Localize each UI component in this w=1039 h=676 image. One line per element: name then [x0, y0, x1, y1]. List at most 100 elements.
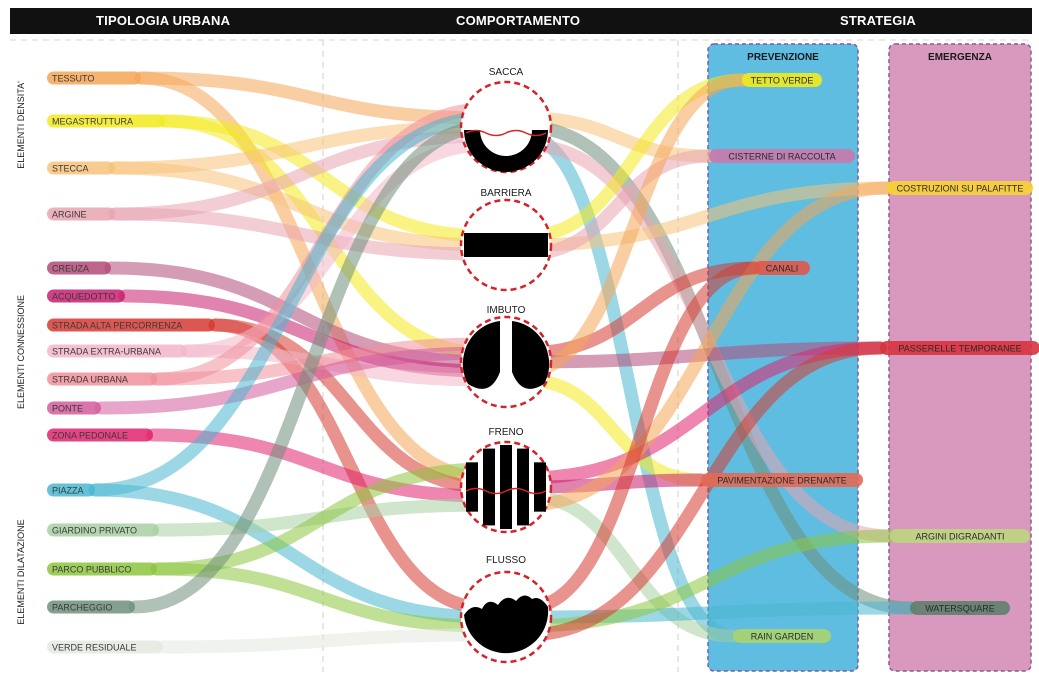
emergenza-band-passerelle-temporanee [880, 341, 1039, 355]
flusso-icon [459, 570, 553, 664]
tipologia-label-parcheggio: PARCHEGGIO [52, 603, 112, 613]
tipologia-label-strada-extra-urbana: STRADA EXTRA-URBANA [52, 347, 161, 357]
node-label-imbuto: IMBUTO [487, 305, 526, 316]
group-label-3: ELEMENTI DILATAZIONE [16, 519, 26, 624]
imbuto-left-shape [462, 321, 500, 389]
prevenzione-title: PREVENZIONE [747, 52, 819, 63]
flow-band-parcheggio-to-sacca [128, 120, 493, 614]
tipologia-band-piazza [47, 483, 95, 497]
prevenzione-band-canali [754, 261, 810, 275]
tipologia-label-verde-residuale: VERDE RESIDUALE [52, 643, 137, 653]
node-label-flusso: FLUSSO [486, 555, 526, 566]
node-label-freno: FRENO [489, 427, 524, 438]
tipologia-label-ponte: PONTE [52, 404, 83, 414]
tipologia-band-creuza [47, 261, 111, 275]
tipologia-band-strada-urbana [47, 372, 157, 386]
flow-band-freno-to-costruzioni-su-palafitte [519, 181, 894, 512]
tipologia-band-giardino-privato [47, 523, 159, 537]
tipologia-label-strada-urbana: STRADA URBANA [52, 375, 128, 385]
prevenzione-label-tetto-verde: TETTO VERDE [751, 76, 814, 86]
flow-band-flusso-to-canali [519, 261, 761, 615]
tipologia-band-tessuto [47, 71, 141, 85]
node-label-barriera: BARRIERA [480, 188, 531, 199]
barriera-icon [459, 198, 553, 292]
tipologia-label-acquedotto: ACQUEDOTTO [52, 292, 115, 302]
tipologia-band-stecca [47, 161, 115, 175]
node-label-sacca: SACCA [489, 67, 524, 78]
flow-band-piazza-to-sacca [88, 111, 493, 497]
freno-icon [459, 440, 553, 534]
tipologia-band-megastruttura [47, 114, 165, 128]
tipologia-band-strada-alta-percorrenza [47, 318, 215, 332]
flow-band-imbuto-to-tetto-verde [519, 73, 749, 378]
header-bar-comportamento: COMPORTAMENTO [322, 8, 678, 34]
flow-band-piazza-to-flusso [88, 483, 493, 624]
prevenzione-band-rain-garden [733, 629, 831, 643]
emergenza-band-watersquare [910, 601, 1010, 615]
prevenzione-band-tetto-verde [742, 73, 822, 87]
tipologia-band-argine [47, 207, 115, 221]
flusso-shape [464, 595, 549, 654]
water-line [465, 487, 547, 495]
emergenza-label-watersquare: WATERSQUARE [925, 604, 995, 614]
emergenza-label-costruzioni-su-palafitte: COSTRUZIONI SU PALAFITTE [897, 184, 1024, 194]
header-bar-tipologia: TIPOLOGIA URBANA [10, 8, 322, 34]
header-bar-strategia: STRATEGIA [678, 8, 1032, 34]
emergenza-band-argini-digradanti [890, 529, 1030, 543]
tipologia-band-strada-extra-urbana [47, 344, 187, 358]
tipologia-label-zona-pedonale: ZONA PEDONALE [52, 431, 128, 441]
header-strategia: STRATEGIA [840, 13, 916, 28]
barriera-shape [464, 233, 548, 257]
header-tipologia: TIPOLOGIA URBANA [96, 13, 231, 28]
tipologia-label-strada-alta-percorrenza: STRADA ALTA PERCORRENZA [52, 321, 182, 331]
tipologia-label-piazza: PIAZZA [52, 486, 84, 496]
tipologia-label-creuza: CREUZA [52, 264, 89, 274]
tipologia-label-megastruttura: MEGASTRUTTURA [52, 117, 133, 127]
imbuto-icon [459, 315, 553, 409]
tipologia-label-tessuto: TESSUTO [52, 74, 94, 84]
freno-bar [483, 448, 495, 526]
sacca-icon [459, 80, 553, 174]
tipologia-label-stecca: STECCA [52, 164, 89, 174]
emergenza-title: EMERGENZA [928, 52, 992, 63]
emergenza-panel [888, 43, 1032, 672]
flow-band-barriera-to-cisterne-di-raccolta [519, 149, 716, 261]
emergenza-label-passerelle-temporanee: PASSERELLE TEMPORANEE [898, 344, 1021, 354]
flow-band-stecca-to-barriera [108, 161, 493, 252]
prevenzione-band-cisterne-di-raccolta [709, 149, 855, 163]
sacca-shape [464, 130, 548, 172]
tipologia-label-argine: ARGINE [52, 210, 87, 220]
freno-bar [466, 462, 478, 512]
flow-band-ponte-to-imbuto [94, 346, 493, 415]
tipologia-label-giardino-privato: GIARDINO PRIVATO [52, 526, 137, 536]
flow-band-flusso-to-passerelle-temporanee [519, 341, 887, 642]
tipologia-band-acquedotto [47, 289, 125, 303]
emergenza-band-costruzioni-su-palafitte [887, 181, 1033, 195]
prevenzione-label-pavimentazione-drenante: PAVIMENTAZIONE DRENANTE [717, 476, 847, 486]
water-line [465, 129, 547, 137]
imbuto-right-shape [512, 321, 550, 389]
tipologia-band-verde-residuale [47, 640, 163, 654]
freno-bar [500, 445, 512, 529]
flow-band-strada-extra-urbana-to-sacca [180, 138, 493, 358]
flow-band-tessuto-to-sacca [134, 71, 493, 125]
flow-band-barriera-to-costruzioni-su-palafitte [519, 181, 894, 252]
freno-bar [534, 462, 546, 512]
tipologia-band-parcheggio [47, 600, 135, 614]
freno-bar [517, 448, 529, 526]
flow-band-freno-to-passerelle-temporanee [519, 341, 887, 485]
header-comportamento: COMPORTAMENTO [456, 13, 581, 28]
tipologia-band-zona-pedonale [47, 428, 153, 442]
prevenzione-label-cisterne-di-raccolta: CISTERNE DI RACCOLTA [728, 152, 835, 162]
tipologia-label-parco-pubblico: PARCO PUBBLICO [52, 565, 131, 575]
prevenzione-label-rain-garden: RAIN GARDEN [751, 632, 814, 642]
flow-band-acquedotto-to-imbuto [118, 289, 493, 378]
emergenza-label-argini-digradanti: ARGINI DIGRADANTI [915, 532, 1004, 542]
flow-band-strada-urbana-to-imbuto [150, 337, 493, 386]
tipologia-band-parco-pubblico [47, 562, 157, 576]
group-label-1: ELEMENTI DENSITA' [16, 81, 26, 169]
prevenzione-label-canali: CANALI [766, 264, 799, 274]
flow-band-freno-to-pavimentazione-drenante [519, 473, 708, 494]
